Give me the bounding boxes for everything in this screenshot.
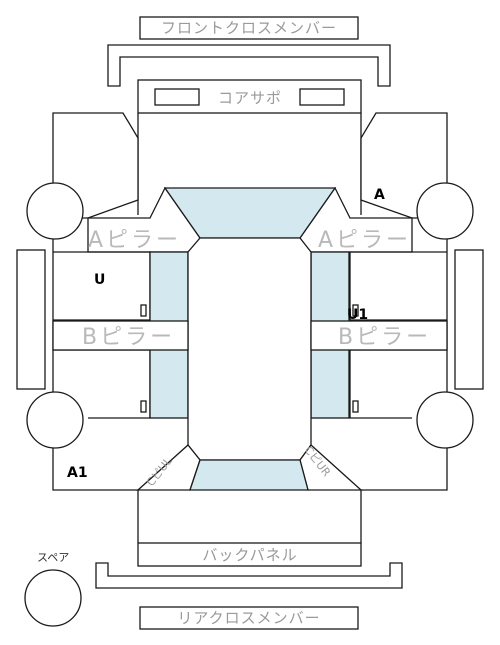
wheel-front-left[interactable]	[26, 182, 84, 240]
side-skirt-left[interactable]	[16, 249, 46, 390]
wheel-rear-left[interactable]	[26, 391, 84, 449]
b-pillar-right[interactable]: Bピラー	[310, 320, 448, 351]
front-cross-member[interactable]: フロントクロスメンバー	[139, 16, 359, 40]
rear-bracket	[95, 562, 403, 589]
front-bracket	[107, 44, 391, 87]
wheel-rear-right[interactable]	[416, 391, 474, 449]
body-side-left	[52, 218, 138, 491]
core-support-label: コアサポ	[218, 89, 282, 107]
body-side-right	[361, 218, 448, 491]
marker-a1: A1	[67, 465, 88, 481]
door-handle-front-left	[140, 304, 147, 317]
trunk[interactable]	[137, 490, 362, 543]
wheel-front-right[interactable]	[416, 182, 474, 240]
b-pillar-right-label: Bピラー	[338, 325, 431, 350]
back-panel[interactable]: バックパネル	[137, 542, 362, 567]
rear-window	[189, 459, 309, 491]
b-pillar-left[interactable]: Bピラー	[52, 320, 189, 351]
a-pillar-left-label: Aピラー	[88, 228, 181, 253]
marker-a: A	[374, 187, 385, 203]
headlight-left	[154, 88, 200, 106]
c-pillar-left[interactable]: CピUL	[136, 444, 201, 491]
front-cross-member-label: フロントクロスメンバー	[161, 19, 337, 37]
door-handle-rear-right	[352, 400, 359, 413]
roof[interactable]	[187, 237, 312, 461]
back-panel-label: バックパネル	[202, 546, 297, 564]
door-handle-rear-left	[140, 400, 147, 413]
rear-cross-member[interactable]: リアクロスメンバー	[139, 606, 359, 630]
spare-tire[interactable]	[24, 569, 82, 627]
side-skirt-right[interactable]	[454, 249, 484, 390]
marker-u1: U1	[347, 307, 368, 323]
core-support[interactable]: コアサポ	[137, 79, 362, 114]
marker-u: U	[94, 272, 105, 288]
spare-label: スペア	[37, 551, 69, 564]
door-handle-front-right	[352, 304, 359, 317]
door-front-right[interactable]	[349, 251, 447, 321]
rear-cross-member-label: リアクロスメンバー	[177, 609, 320, 627]
c-pillar-right[interactable]: CピUR	[299, 444, 363, 491]
a-pillar-right-label: Aピラー	[318, 228, 411, 253]
b-pillar-left-label: Bピラー	[82, 325, 175, 350]
headlight-right	[299, 88, 345, 106]
